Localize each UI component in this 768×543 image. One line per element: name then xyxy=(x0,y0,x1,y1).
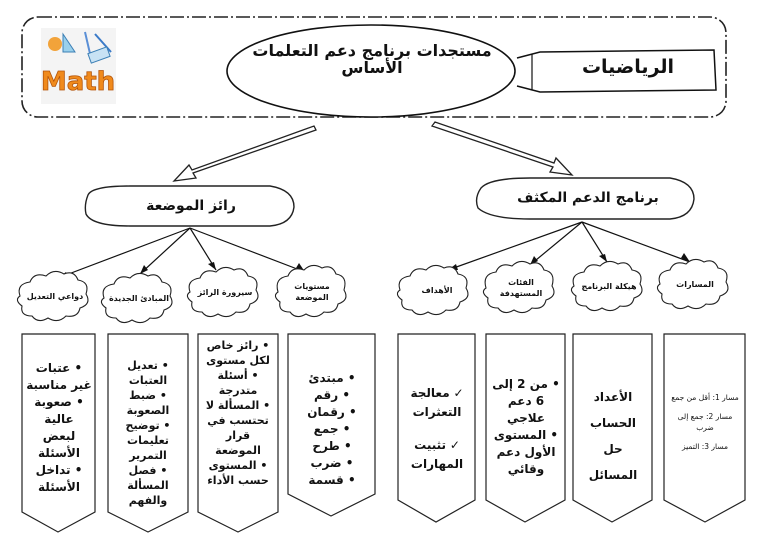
panel-item: الحساب xyxy=(589,416,637,430)
subject-label: الرياضيات xyxy=(581,56,675,78)
cloud-label-right-4: المسارات xyxy=(676,280,714,289)
cloud-label-right-1: الأهداف xyxy=(421,286,453,295)
math-logo: Math xyxy=(40,28,116,104)
panel-item: المستوى حسب الأداء xyxy=(202,458,274,488)
panel-item: عتبات غير مناسبة xyxy=(26,360,92,394)
panel-item: صعوبة عالية لبعض الأسئلة xyxy=(26,394,92,462)
title-oval xyxy=(226,24,516,118)
panel-right-4: مسار 1: أقل من جمع مسار 2: جمع إلى ضرب م… xyxy=(668,392,742,452)
panel-item: رقمان xyxy=(294,404,370,421)
panel-left-2: تعديل العتبات ضبط الصعوبة توضيح تعليمات … xyxy=(112,358,184,508)
cloud-label-right-2: الفئات المستهدفة xyxy=(499,278,543,298)
panel-left-1: عتبات غير مناسبة صعوبة عالية لبعض الأسئل… xyxy=(26,360,92,496)
panel-item: مسار 3: التميز xyxy=(681,442,729,451)
right-branch-oval xyxy=(475,177,695,220)
panel-item: مسار 1: أقل من جمع xyxy=(671,393,739,402)
panel-item: فصل المسألة والفهم xyxy=(112,463,184,508)
panel-item: ضبط الصعوبة xyxy=(112,388,184,418)
panel-item: ضرب xyxy=(294,455,370,472)
left-branch-title: رائز الموضعة xyxy=(146,198,236,214)
subject-box xyxy=(516,49,717,93)
right-branch-title: برنامج الدعم المكثف xyxy=(517,190,659,206)
cloud-label-left-1: دواعي التعديل xyxy=(26,292,84,301)
panel-item: من 2 إلى 6 دعم علاجي xyxy=(490,376,562,427)
panel-item: معالجة التعثرات xyxy=(402,384,472,422)
panel-left-3: رائز خاص لكل مستوى أسئلة متدرجة المسألة … xyxy=(202,338,274,488)
panel-item: الأعداد xyxy=(593,390,633,404)
panel-right-1: معالجة التعثرات تثبيت المهارات xyxy=(402,384,472,474)
cloud-label-left-3: سيرورة الرائز xyxy=(197,288,253,297)
panel-item: تعديل العتبات xyxy=(112,358,184,388)
panel-item: جمع xyxy=(294,421,370,438)
panel-item: تداخل الأسئلة xyxy=(26,462,92,496)
panel-item: طرح xyxy=(294,438,370,455)
panel-item: قسمة xyxy=(294,472,370,489)
panel-item: تثبيت المهارات xyxy=(402,436,472,474)
panel-left-4: مبتدئ رقم رقمان جمع طرح ضرب قسمة xyxy=(294,370,370,489)
panel-item: المسألة لا تحتسب في قرار الموضعة xyxy=(202,398,274,458)
panel-item: رقم xyxy=(294,387,370,404)
left-branch-oval xyxy=(84,185,295,227)
panel-item: مبتدئ xyxy=(294,370,370,387)
arrow-left-branch xyxy=(172,125,317,182)
panel-item: رائز خاص لكل مستوى xyxy=(202,338,274,368)
cloud-label-left-2: المبادئ الجديدة xyxy=(108,294,170,303)
panel-item: توضيح تعليمات التمرير xyxy=(112,418,184,463)
panel-item: أسئلة متدرجة xyxy=(202,368,274,398)
main-title: مستجدات برنامج دعم التعلمات الأساس xyxy=(252,41,492,77)
panel-item: حل المسائل xyxy=(588,442,638,482)
cloud-label-right-3: هيكلة البرنامج xyxy=(581,282,637,291)
left-fan xyxy=(57,227,306,279)
panel-item: المستوى الأول دعم وقائي xyxy=(490,427,562,478)
arrow-right-branch xyxy=(430,121,574,176)
clouds xyxy=(16,258,729,324)
panel-right-2: من 2 إلى 6 دعم علاجي المستوى الأول دعم و… xyxy=(490,376,562,478)
math-logo-text: Math xyxy=(41,67,115,97)
right-fan-heads xyxy=(448,253,690,270)
panel-item: مسار 2: جمع إلى ضرب xyxy=(677,412,733,432)
right-fan xyxy=(447,221,691,271)
panel-right-3: الأعداد الحساب حل المسائل xyxy=(577,384,649,488)
cloud-label-left-4: مستويات الموضعة xyxy=(294,282,330,302)
